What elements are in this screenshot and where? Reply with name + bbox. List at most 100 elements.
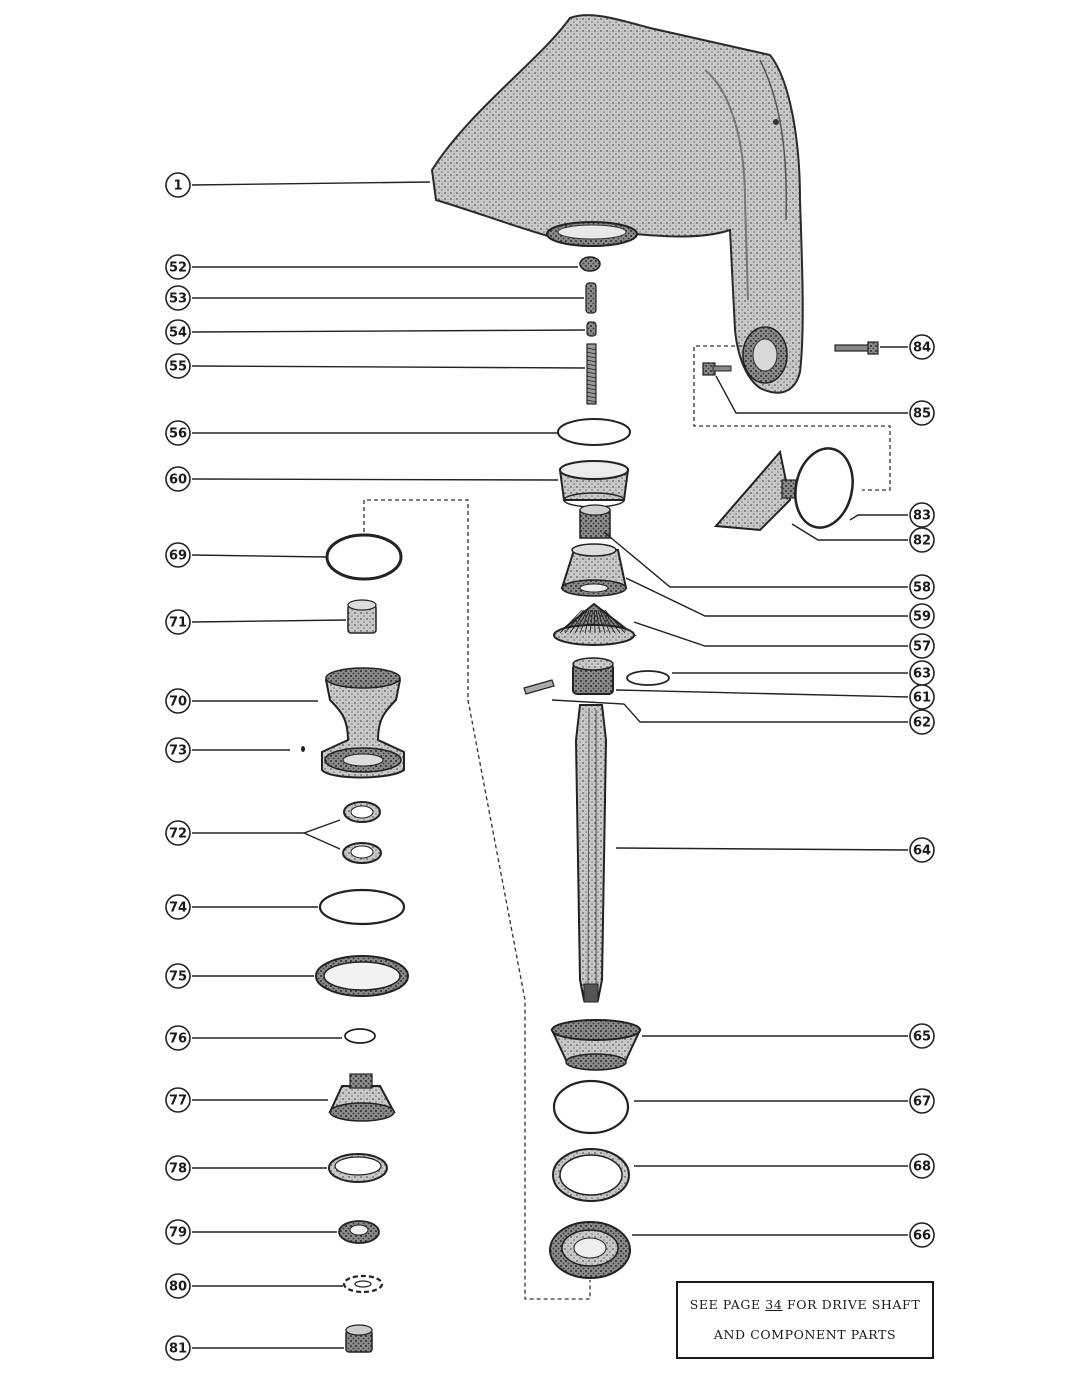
callout-number: 75 xyxy=(169,970,187,985)
callout-number: 66 xyxy=(913,1229,931,1244)
part-59-tapered-bearing xyxy=(560,543,628,597)
leader-line-62 xyxy=(551,699,908,723)
callout-circle xyxy=(165,1087,191,1113)
part-76-washer xyxy=(344,1028,376,1044)
callout-circle xyxy=(165,1025,191,1051)
callout-69: 69 xyxy=(165,542,191,568)
part-79-roller-bearing xyxy=(338,1220,380,1244)
callout-number: 69 xyxy=(169,549,187,564)
callout-circle xyxy=(909,527,935,553)
part-74-o-ring xyxy=(318,888,406,926)
part-55-threaded-rod xyxy=(586,343,597,405)
callout-number: 68 xyxy=(913,1160,931,1175)
part-52-nut xyxy=(579,256,601,272)
leader-line-72 xyxy=(192,819,341,850)
bracket-anode-group xyxy=(693,345,891,491)
callout-number: 78 xyxy=(169,1162,187,1177)
callout-circle xyxy=(165,609,191,635)
part-70-bearing-carrier xyxy=(321,667,405,779)
callout-number: 1 xyxy=(173,179,182,194)
callout-circle xyxy=(165,466,191,492)
callout-number: 60 xyxy=(169,473,187,488)
part-64-drive-shaft xyxy=(574,704,608,1003)
callout-72: 72 xyxy=(165,820,191,846)
page-reference-number: 34 xyxy=(765,1297,783,1312)
callout-73: 73 xyxy=(165,737,191,763)
callout-circle xyxy=(165,420,191,446)
callout-circle xyxy=(165,1219,191,1245)
leader-line-61 xyxy=(615,689,909,698)
callout-62: 62 xyxy=(909,709,935,735)
part-53-stud xyxy=(585,282,597,314)
leader-lines xyxy=(191,181,909,1349)
callout-circle xyxy=(165,820,191,846)
drive-shaft-reference-note: SEE PAGE 34 FOR DRIVE SHAFT AND COMPONEN… xyxy=(676,1281,934,1359)
leader-line-59 xyxy=(625,577,908,617)
callout-63: 63 xyxy=(909,660,935,686)
callout-circle xyxy=(165,1335,191,1361)
callout-group: 1525354555660697170737274757677787980818… xyxy=(165,172,935,1361)
callout-60: 60 xyxy=(165,466,191,492)
part-56-o-ring xyxy=(557,418,631,446)
callout-number: 79 xyxy=(169,1226,187,1241)
callout-82: 82 xyxy=(909,527,935,553)
callout-55: 55 xyxy=(165,353,191,379)
callout-circle xyxy=(909,334,935,360)
part-78-race xyxy=(328,1153,388,1183)
callout-circle xyxy=(909,1153,935,1179)
callout-circle xyxy=(165,254,191,280)
callout-number: 67 xyxy=(913,1095,931,1110)
callout-circle xyxy=(165,737,191,763)
part-62-key xyxy=(523,679,555,695)
callout-circle xyxy=(909,1088,935,1114)
part-80-tab-washer xyxy=(342,1274,384,1294)
callout-circle xyxy=(909,837,935,863)
callout-number: 84 xyxy=(913,341,931,356)
part-75-bearing-cup xyxy=(315,955,409,997)
callout-71: 71 xyxy=(165,609,191,635)
callout-85: 85 xyxy=(909,400,935,426)
callout-64: 64 xyxy=(909,837,935,863)
callout-70: 70 xyxy=(165,688,191,714)
part-72-seal-upper xyxy=(343,801,381,823)
part-73-pin xyxy=(301,746,305,752)
callout-53: 53 xyxy=(165,285,191,311)
callout-81: 81 xyxy=(165,1335,191,1361)
part-61-pinion xyxy=(572,657,614,695)
callout-58: 58 xyxy=(909,574,935,600)
part-85-screw xyxy=(702,362,732,376)
callout-number: 54 xyxy=(169,326,187,341)
leader-line-1 xyxy=(191,181,431,186)
callout-circle xyxy=(909,603,935,629)
callout-65: 65 xyxy=(909,1023,935,1049)
part-68-bearing-race xyxy=(552,1148,630,1202)
part-71-bushing xyxy=(347,599,377,634)
part-67-o-ring xyxy=(552,1079,630,1135)
callout-number: 81 xyxy=(169,1342,187,1357)
callout-56: 56 xyxy=(165,420,191,446)
callout-number: 52 xyxy=(169,261,187,276)
callout-number: 65 xyxy=(913,1030,931,1045)
callout-number: 77 xyxy=(169,1094,187,1109)
callout-circle xyxy=(165,963,191,989)
callout-circle xyxy=(165,688,191,714)
callout-66: 66 xyxy=(909,1222,935,1248)
callout-number: 72 xyxy=(169,827,187,842)
callout-number: 59 xyxy=(913,610,931,625)
part-77-bearing-cone xyxy=(328,1073,396,1122)
callout-84: 84 xyxy=(909,334,935,360)
callout-59: 59 xyxy=(909,603,935,629)
part-72-seal-lower xyxy=(342,842,382,864)
callout-52: 52 xyxy=(165,254,191,280)
callout-83: 83 xyxy=(909,502,935,528)
callout-1: 1 xyxy=(165,172,191,198)
leader-line-58 xyxy=(603,531,908,588)
part-84-screw xyxy=(834,341,879,355)
callout-circle xyxy=(165,1155,191,1181)
callout-circle xyxy=(165,894,191,920)
note-line-1: SEE PAGE 34 FOR DRIVE SHAFT xyxy=(690,1290,921,1320)
leader-line-55 xyxy=(191,365,586,369)
callout-number: 80 xyxy=(169,1280,187,1295)
callout-circle xyxy=(165,172,191,198)
callout-circle xyxy=(165,1273,191,1299)
